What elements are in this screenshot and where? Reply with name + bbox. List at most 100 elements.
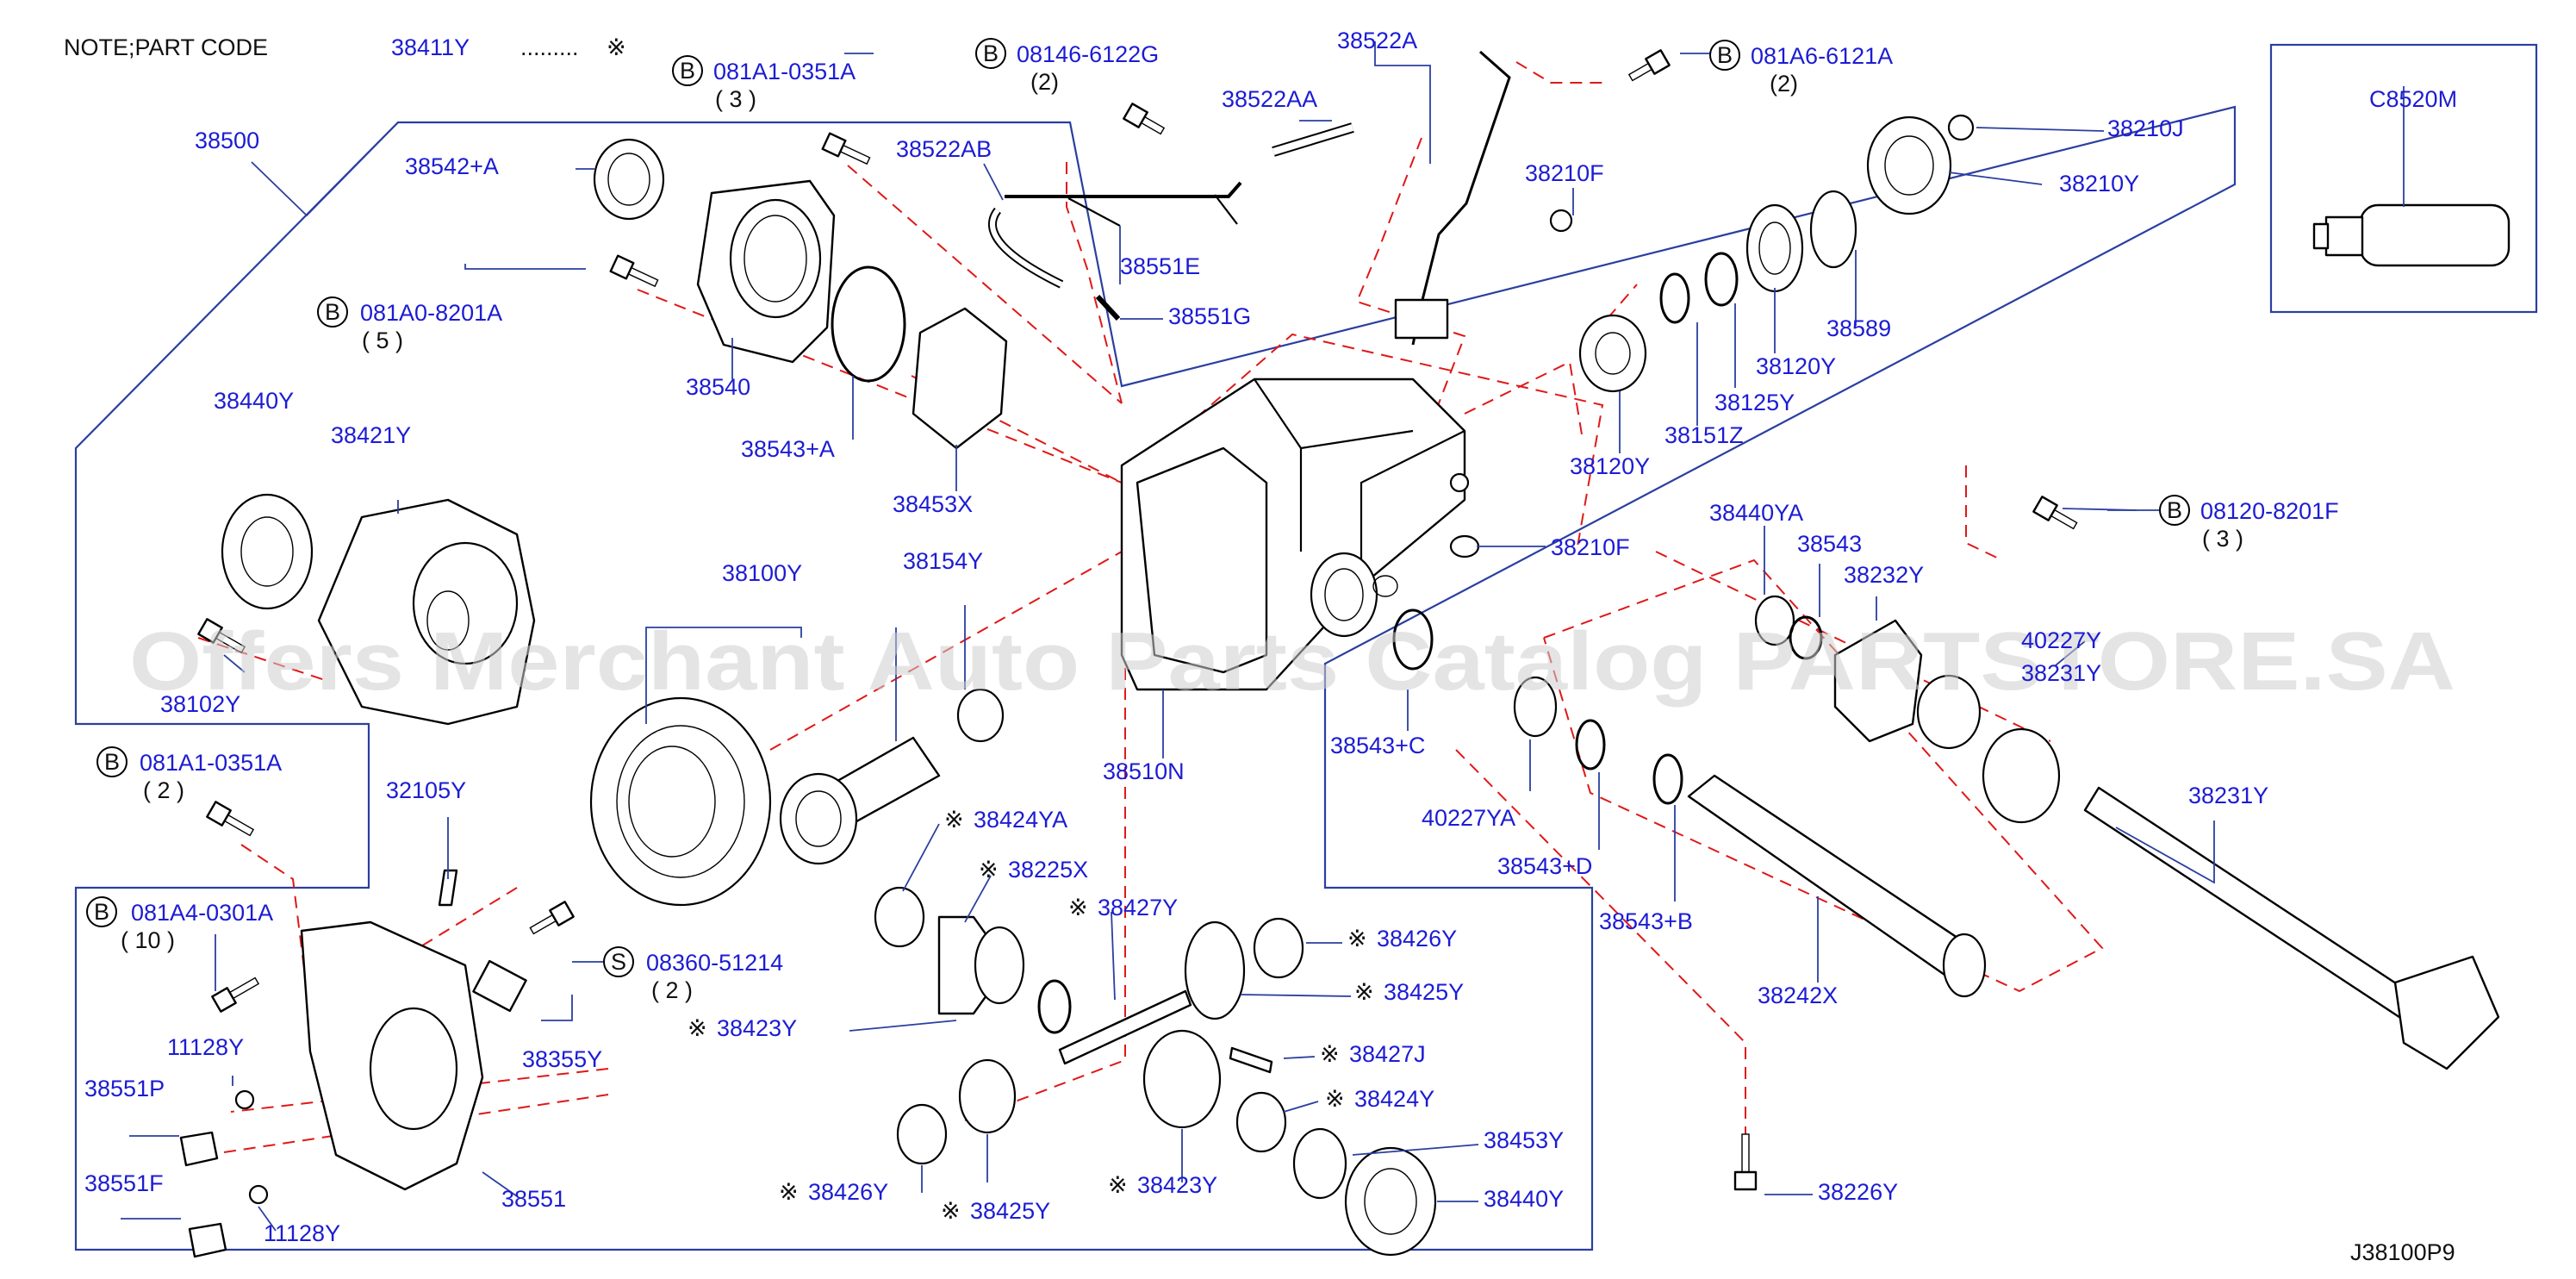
svg-text:08146-6122G: 08146-6122G xyxy=(1017,41,1159,67)
svg-text:38427J: 38427J xyxy=(1349,1041,1426,1067)
svg-text:(2): (2) xyxy=(1030,69,1059,95)
svg-text:38500: 38500 xyxy=(195,128,259,153)
svg-text:38210J: 38210J xyxy=(2107,115,2184,141)
svg-text:38210F: 38210F xyxy=(1525,160,1604,186)
gasket-38453X xyxy=(912,307,1008,450)
svg-text:( 5 ): ( 5 ) xyxy=(362,328,403,353)
svg-text:38543+C: 38543+C xyxy=(1330,733,1425,758)
svg-text:38120Y: 38120Y xyxy=(1756,353,1836,379)
svg-text:38421Y: 38421Y xyxy=(331,422,411,448)
leader-lines xyxy=(121,41,2405,1232)
svg-text:B: B xyxy=(325,299,340,325)
svg-text:38589: 38589 xyxy=(1826,315,1891,341)
svg-text:081A1-0351A: 081A1-0351A xyxy=(713,59,856,84)
group-frame-38500 xyxy=(74,105,2237,1251)
svg-text:38423Y: 38423Y xyxy=(1137,1172,1217,1198)
svg-text:( 10 ): ( 10 ) xyxy=(121,927,175,953)
svg-text:38542+A: 38542+A xyxy=(405,153,499,179)
bolt-callout: B 08120-8201F ( 3 ) xyxy=(2159,495,2339,552)
svg-text:38551: 38551 xyxy=(501,1186,566,1212)
svg-text:08120-8201F: 08120-8201F xyxy=(2200,498,2339,524)
inset-box xyxy=(2269,43,2538,314)
bolt-icons xyxy=(197,49,2078,1191)
svg-text:B: B xyxy=(94,899,109,925)
svg-text:38551P: 38551P xyxy=(84,1076,165,1101)
svg-text:38522AA: 38522AA xyxy=(1222,86,1317,112)
svg-text:38540: 38540 xyxy=(686,374,750,400)
svg-text:38210Y: 38210Y xyxy=(2059,171,2139,197)
bolt-callout: B 081A1-0351A ( 3 ) xyxy=(672,55,856,112)
svg-text:B: B xyxy=(1717,42,1733,68)
svg-text:32105Y: 32105Y xyxy=(386,777,466,803)
svg-text:11128Y: 11128Y xyxy=(264,1220,340,1246)
bolt-callout: B 081A4-0301A ( 10 ) xyxy=(86,896,273,953)
svg-text:( 3 ): ( 3 ) xyxy=(715,86,756,112)
sealant-tube-C8520M xyxy=(2312,203,2511,267)
note-prefix: NOTE;PART CODE xyxy=(64,34,268,60)
diagram-code: J38100P9 xyxy=(2350,1239,2455,1265)
svg-text:※: ※ xyxy=(941,1198,961,1224)
carrier-housing-38510N xyxy=(1120,377,1470,691)
o-ring-38543A xyxy=(831,265,906,383)
svg-text:38510N: 38510N xyxy=(1103,758,1185,784)
bolt-callout: B 08146-6122G (2) xyxy=(975,38,1159,95)
svg-text:38355Y: 38355Y xyxy=(522,1046,602,1072)
ring-gear-and-pinion-38100Y xyxy=(589,696,941,907)
svg-text:S: S xyxy=(611,949,626,975)
svg-text:38551E: 38551E xyxy=(1120,253,1200,279)
svg-text:081A1-0351A: 081A1-0351A xyxy=(140,750,282,776)
svg-text:38425Y: 38425Y xyxy=(1384,979,1464,1005)
svg-text:38551G: 38551G xyxy=(1168,303,1251,329)
bolt-callout: B 081A6-6121A (2) xyxy=(1709,40,1893,97)
svg-text:38225X: 38225X xyxy=(1008,857,1088,883)
svg-text:※: ※ xyxy=(1354,979,1374,1005)
svg-text:38543+A: 38543+A xyxy=(741,436,835,462)
svg-text:38102Y: 38102Y xyxy=(160,691,240,717)
svg-text:38231Y: 38231Y xyxy=(2021,660,2101,686)
side-flange-38540 xyxy=(696,179,836,364)
svg-text:B: B xyxy=(983,41,999,66)
svg-text:38424YA: 38424YA xyxy=(974,807,1067,833)
bolt-callout: B 081A0-8201A ( 5 ) xyxy=(317,296,502,353)
part-labels: 38500 38542+A 38540 38543+A 38453X 38522… xyxy=(84,28,2268,1246)
svg-text:38427Y: 38427Y xyxy=(1098,895,1178,920)
svg-text:38426Y: 38426Y xyxy=(808,1179,888,1205)
svg-text:※: ※ xyxy=(779,1179,799,1205)
svg-text:38154Y: 38154Y xyxy=(903,548,983,574)
svg-text:38522A: 38522A xyxy=(1337,28,1417,53)
svg-text:※: ※ xyxy=(979,857,999,883)
svg-text:※: ※ xyxy=(1108,1172,1128,1198)
svg-text:38231Y: 38231Y xyxy=(2188,783,2268,808)
svg-text:38120Y: 38120Y xyxy=(1570,453,1650,479)
rear-cover-38551 xyxy=(179,869,527,1258)
svg-text:38423Y: 38423Y xyxy=(717,1015,797,1041)
right-output-group xyxy=(1372,575,2500,1070)
seal-38542A xyxy=(593,138,665,221)
svg-text:38151Z: 38151Z xyxy=(1664,422,1744,448)
svg-text:40227Y: 40227Y xyxy=(2021,627,2101,653)
svg-text:※: ※ xyxy=(1320,1041,1340,1067)
svg-text:38453Y: 38453Y xyxy=(1484,1127,1564,1153)
svg-text:38551F: 38551F xyxy=(84,1170,164,1196)
svg-text:38425Y: 38425Y xyxy=(970,1198,1050,1224)
svg-text:( 3 ): ( 3 ) xyxy=(2202,526,2243,552)
svg-text:38440Y: 38440Y xyxy=(1484,1186,1564,1212)
svg-text:38210F: 38210F xyxy=(1551,534,1630,560)
svg-text:40227YA: 40227YA xyxy=(1422,805,1515,831)
note-dots: ......... xyxy=(520,34,579,60)
svg-text:38543+B: 38543+B xyxy=(1599,908,1693,934)
svg-text:38125Y: 38125Y xyxy=(1714,390,1795,415)
svg-text:38424Y: 38424Y xyxy=(1354,1086,1434,1112)
svg-text:081A0-8201A: 081A0-8201A xyxy=(360,300,502,326)
svg-text:38100Y: 38100Y xyxy=(722,560,802,586)
svg-text:(2): (2) xyxy=(1770,71,1798,97)
screw-callout: S 08360-51214 ( 2 ) xyxy=(603,946,783,1003)
breather-assembly xyxy=(988,50,1511,346)
svg-text:( 2 ): ( 2 ) xyxy=(651,977,693,1003)
svg-text:38543+D: 38543+D xyxy=(1497,853,1592,879)
shim-38154Y xyxy=(956,688,1005,743)
svg-text:B: B xyxy=(2167,497,2182,523)
right-bearing-stack xyxy=(1449,114,1975,558)
svg-text:※: ※ xyxy=(944,807,964,833)
